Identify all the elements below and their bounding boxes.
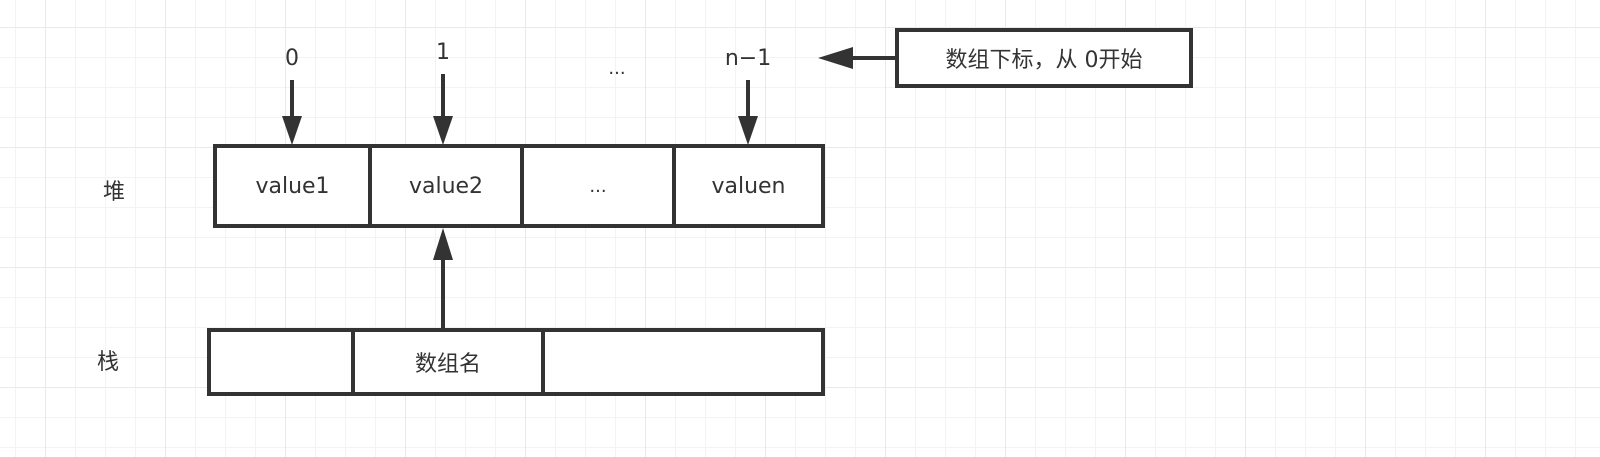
index-label-ellipsis: ... <box>608 58 626 79</box>
index-1-arrow <box>433 74 453 145</box>
heap-array: value1 value2 ... valuen <box>213 144 825 228</box>
index-label-n-1: n−1 <box>724 46 772 71</box>
reference-arrow <box>433 228 453 330</box>
index-note-box: 数组下标，从 0开始 <box>895 28 1193 88</box>
stack-label: 栈 <box>96 350 120 375</box>
stack-cell-array-name: 数组名 <box>355 332 545 392</box>
heap-cell: valuen <box>711 173 786 199</box>
heap-cell: ... <box>524 148 676 224</box>
index-0-arrow <box>282 80 302 145</box>
stack-cell <box>545 332 821 392</box>
index-label-1: 1 <box>436 40 450 65</box>
index-note-text: 数组下标，从 0开始 <box>945 48 1143 73</box>
index-n-1-arrow <box>738 80 758 145</box>
stack-cell <box>211 332 355 392</box>
heap-cell: value1 <box>217 148 372 224</box>
heap-cell: value2 <box>372 148 524 224</box>
stack-frame: 数组名 <box>207 328 825 396</box>
note-arrow <box>818 47 896 69</box>
index-label-0: 0 <box>285 46 299 71</box>
heap-label: 堆 <box>102 180 126 205</box>
